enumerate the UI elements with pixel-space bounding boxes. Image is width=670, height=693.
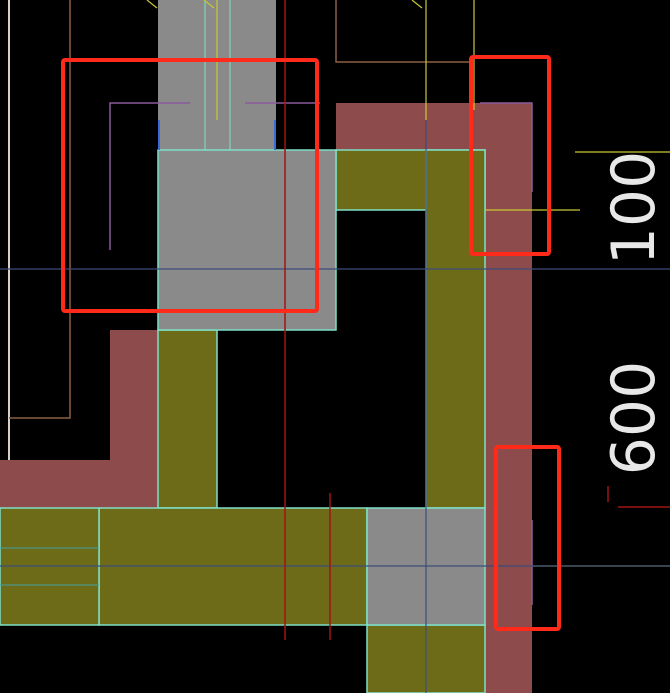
stub-cyan-lines [204,0,231,150]
highlight-boxes [61,55,561,631]
column-upper-left [157,149,337,331]
beam-inner-lines [0,547,99,586]
dimension-lower: 600 [599,361,669,476]
highlight-box-right-bottom [494,445,561,631]
purple-lines [109,102,533,605]
beam-left-vertical [157,329,218,509]
dimension-upper: 100 [599,151,669,266]
slab-bands [0,103,532,693]
dark-red-lines [284,0,670,640]
highlight-box-right-top [469,55,551,256]
column-stub-edges [158,120,276,150]
beam-right-vertical [425,149,486,509]
brown-outline-lines [9,0,470,419]
slab-right-vertical [485,103,532,693]
slab-left-vertical [110,330,158,508]
highlight-box-left-top [61,58,319,313]
